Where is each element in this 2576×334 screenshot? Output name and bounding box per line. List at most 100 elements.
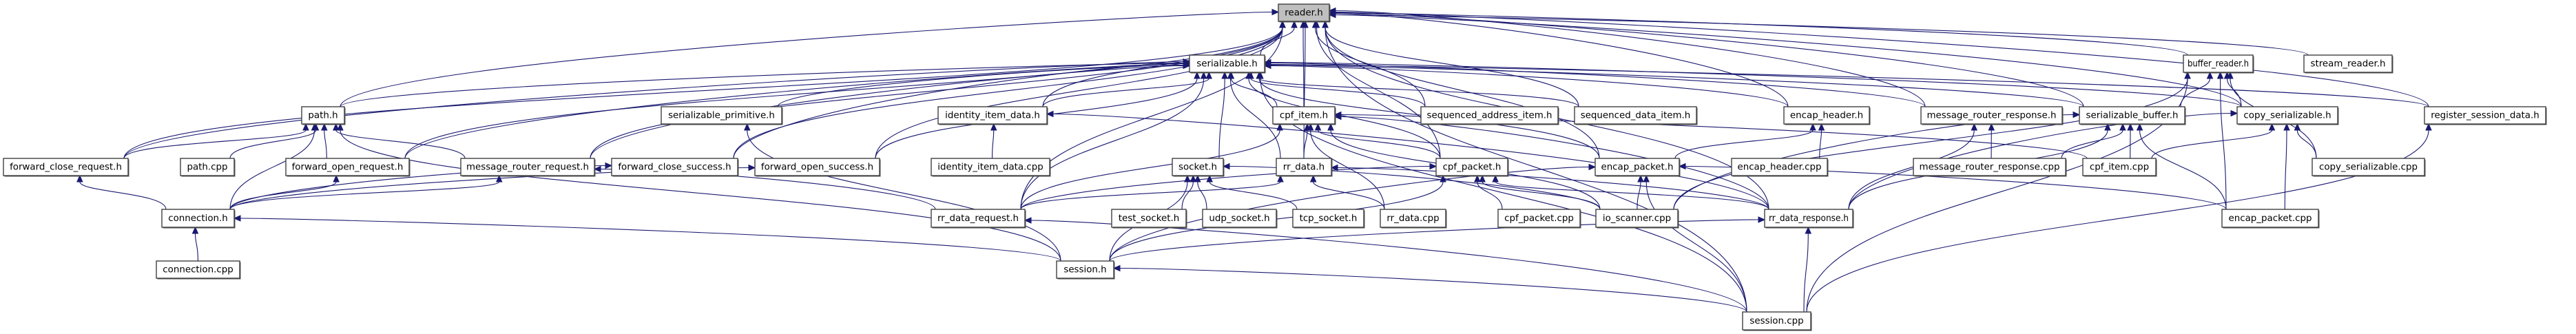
node-box[interactable] xyxy=(1497,209,1581,228)
graph-node-path-cpp[interactable]: path.cpp xyxy=(180,158,236,177)
graph-node-cpf-item-h[interactable]: cpf_item.h xyxy=(1272,106,1336,125)
node-box[interactable] xyxy=(1764,209,1853,228)
graph-node-connection-h[interactable]: connection.h xyxy=(161,209,236,229)
node-label[interactable]: message_router_request.h xyxy=(466,163,589,173)
graph-node-identity-item-data-h[interactable]: identity_item_data.h xyxy=(937,106,1048,125)
graph-node-session-cpp[interactable]: session.cpp xyxy=(1742,311,1812,331)
graph-node-forward-close-success-h[interactable]: forward_close_success.h xyxy=(611,158,739,177)
node-box[interactable] xyxy=(1380,209,1446,228)
graph-node-stream-reader-h[interactable]: stream_reader.h xyxy=(2303,54,2393,74)
node-box[interactable] xyxy=(2236,106,2338,125)
node-label[interactable]: encap_header.cpp xyxy=(1737,163,1821,173)
node-box[interactable] xyxy=(2082,158,2157,176)
graph-node-rr-data-response-h[interactable]: rr_data_response.h xyxy=(1764,209,1854,229)
graph-node-copy-serializable-cpp[interactable]: copy_serializable.cpp xyxy=(2312,158,2426,177)
node-box[interactable] xyxy=(1420,106,1559,125)
node-box[interactable] xyxy=(1742,311,1811,331)
graph-node-path-h[interactable]: path.h xyxy=(301,106,346,125)
graph-node-serializable-buffer-h[interactable]: serializable_buffer.h xyxy=(2079,106,2186,125)
node-box[interactable] xyxy=(1783,106,1870,125)
node-box[interactable] xyxy=(2303,54,2393,73)
node-label[interactable]: cpf_item.cpp xyxy=(2090,163,2149,173)
node-box[interactable] xyxy=(180,158,235,176)
graph-node-register-session-data-h[interactable]: register_session_data.h xyxy=(2424,106,2547,125)
node-label[interactable]: rr_data.cpp xyxy=(1386,213,1439,224)
node-label[interactable]: identity_item_data.cpp xyxy=(937,163,1043,173)
node-label[interactable]: forward_open_request.h xyxy=(292,163,404,173)
node-label[interactable]: tcp_socket.h xyxy=(1300,213,1358,224)
node-label[interactable]: sequenced_address_item.h xyxy=(1426,111,1552,121)
node-label[interactable]: encap_header.h xyxy=(1790,111,1863,121)
graph-node-connection-cpp[interactable]: connection.cpp xyxy=(156,260,241,280)
node-label[interactable]: connection.cpp xyxy=(163,265,233,275)
graph-node-message-router-response-cpp[interactable]: message_router_response.cpp xyxy=(1913,158,2067,177)
node-box[interactable] xyxy=(1272,106,1336,125)
node-label[interactable]: reader.h xyxy=(1285,8,1322,19)
node-label[interactable]: cpf_item.h xyxy=(1280,111,1328,121)
graph-node-encap-packet-cpp[interactable]: encap_packet.cpp xyxy=(2221,209,2320,229)
graph-node-rr-data-cpp[interactable]: rr_data.cpp xyxy=(1380,209,1447,229)
graph-node-rr-data-request-h[interactable]: rr_data_request.h xyxy=(931,209,1026,229)
node-label[interactable]: serializable.h xyxy=(1196,59,1258,70)
node-box[interactable] xyxy=(1435,158,1508,176)
node-box[interactable] xyxy=(661,106,782,125)
node-box[interactable] xyxy=(2183,54,2254,73)
node-box[interactable] xyxy=(1172,158,1224,176)
node-box[interactable] xyxy=(754,158,880,176)
node-box[interactable] xyxy=(301,106,345,125)
node-box[interactable] xyxy=(285,158,410,176)
node-label[interactable]: path.cpp xyxy=(187,163,227,173)
node-label[interactable]: copy_serializable.cpp xyxy=(2319,163,2418,173)
node-box[interactable] xyxy=(1278,3,1330,22)
graph-node-tcp-socket-h[interactable]: tcp_socket.h xyxy=(1292,209,1365,229)
node-box[interactable] xyxy=(1913,158,2066,176)
node-box[interactable] xyxy=(2424,106,2546,125)
node-box[interactable] xyxy=(2079,106,2185,125)
node-label[interactable]: encap_packet.cpp xyxy=(2229,213,2312,224)
graph-node-cpf-item-cpp[interactable]: cpf_item.cpp xyxy=(2082,158,2157,177)
node-box[interactable] xyxy=(1056,260,1114,279)
graph-node-encap-header-h[interactable]: encap_header.h xyxy=(1783,106,1871,125)
graph-node-serializable-primitive-h[interactable]: serializable_primitive.h xyxy=(661,106,783,125)
node-label[interactable]: sequenced_data_item.h xyxy=(1581,111,1691,121)
graph-node-udp-socket-h[interactable]: udp_socket.h xyxy=(1202,209,1278,229)
node-label[interactable]: serializable_primitive.h xyxy=(668,111,775,121)
graph-node-encap-packet-h[interactable]: encap_packet.h xyxy=(1595,158,1681,177)
graph-node-reader-h[interactable]: reader.h xyxy=(1278,3,1331,23)
graph-node-sequenced-address-item-h[interactable]: sequenced_address_item.h xyxy=(1420,106,1559,125)
graph-node-message-router-response-h[interactable]: message_router_response.h xyxy=(1920,106,2064,125)
node-label[interactable]: udp_socket.h xyxy=(1209,213,1269,224)
node-box[interactable] xyxy=(931,158,1050,176)
node-label[interactable]: cpf_packet.cpp xyxy=(1504,213,1574,224)
graph-node-session-h[interactable]: session.h xyxy=(1056,260,1115,280)
graph-node-rr-data-h[interactable]: rr_data.h xyxy=(1276,158,1333,177)
node-label[interactable]: rr_data_response.h xyxy=(1769,213,1849,224)
node-box[interactable] xyxy=(161,209,235,228)
node-label[interactable]: rr_data_request.h xyxy=(937,213,1019,224)
graph-node-copy-serializable-h[interactable]: copy_serializable.h xyxy=(2236,106,2339,125)
node-label[interactable]: buffer_reader.h xyxy=(2188,59,2249,70)
node-box[interactable] xyxy=(1595,209,1679,228)
node-box[interactable] xyxy=(1920,106,2063,125)
node-box[interactable] xyxy=(156,260,240,279)
graph-node-message-router-request-h[interactable]: message_router_request.h xyxy=(460,158,596,177)
graph-node-forward-open-success-h[interactable]: forward_open_success.h xyxy=(754,158,881,177)
node-box[interactable] xyxy=(1574,106,1697,125)
graph-node-buffer-reader-h[interactable]: buffer_reader.h xyxy=(2183,54,2254,74)
node-label[interactable]: stream_reader.h xyxy=(2310,59,2385,70)
graph-node-forward-open-request-h[interactable]: forward_open_request.h xyxy=(285,158,411,177)
node-box[interactable] xyxy=(931,209,1026,228)
graph-node-cpf-packet-cpp[interactable]: cpf_packet.cpp xyxy=(1497,209,1581,229)
graph-node-encap-header-cpp[interactable]: encap_header.cpp xyxy=(1731,158,1829,177)
node-box[interactable] xyxy=(937,106,1048,125)
graph-node-sequenced-data-item-h[interactable]: sequenced_data_item.h xyxy=(1574,106,1698,125)
node-box[interactable] xyxy=(3,158,129,176)
node-label[interactable]: serializable_buffer.h xyxy=(2086,111,2179,121)
node-label[interactable]: encap_packet.h xyxy=(1601,163,1673,173)
graph-node-io-scanner-cpp[interactable]: io_scanner.cpp xyxy=(1595,209,1679,229)
node-label[interactable]: cpf_packet.h xyxy=(1443,163,1502,173)
node-label[interactable]: copy_serializable.h xyxy=(2243,111,2331,121)
node-label[interactable]: test_socket.h xyxy=(1119,213,1179,224)
graph-node-identity-item-data-cpp[interactable]: identity_item_data.cpp xyxy=(931,158,1051,177)
node-label[interactable]: io_scanner.cpp xyxy=(1603,213,1671,224)
